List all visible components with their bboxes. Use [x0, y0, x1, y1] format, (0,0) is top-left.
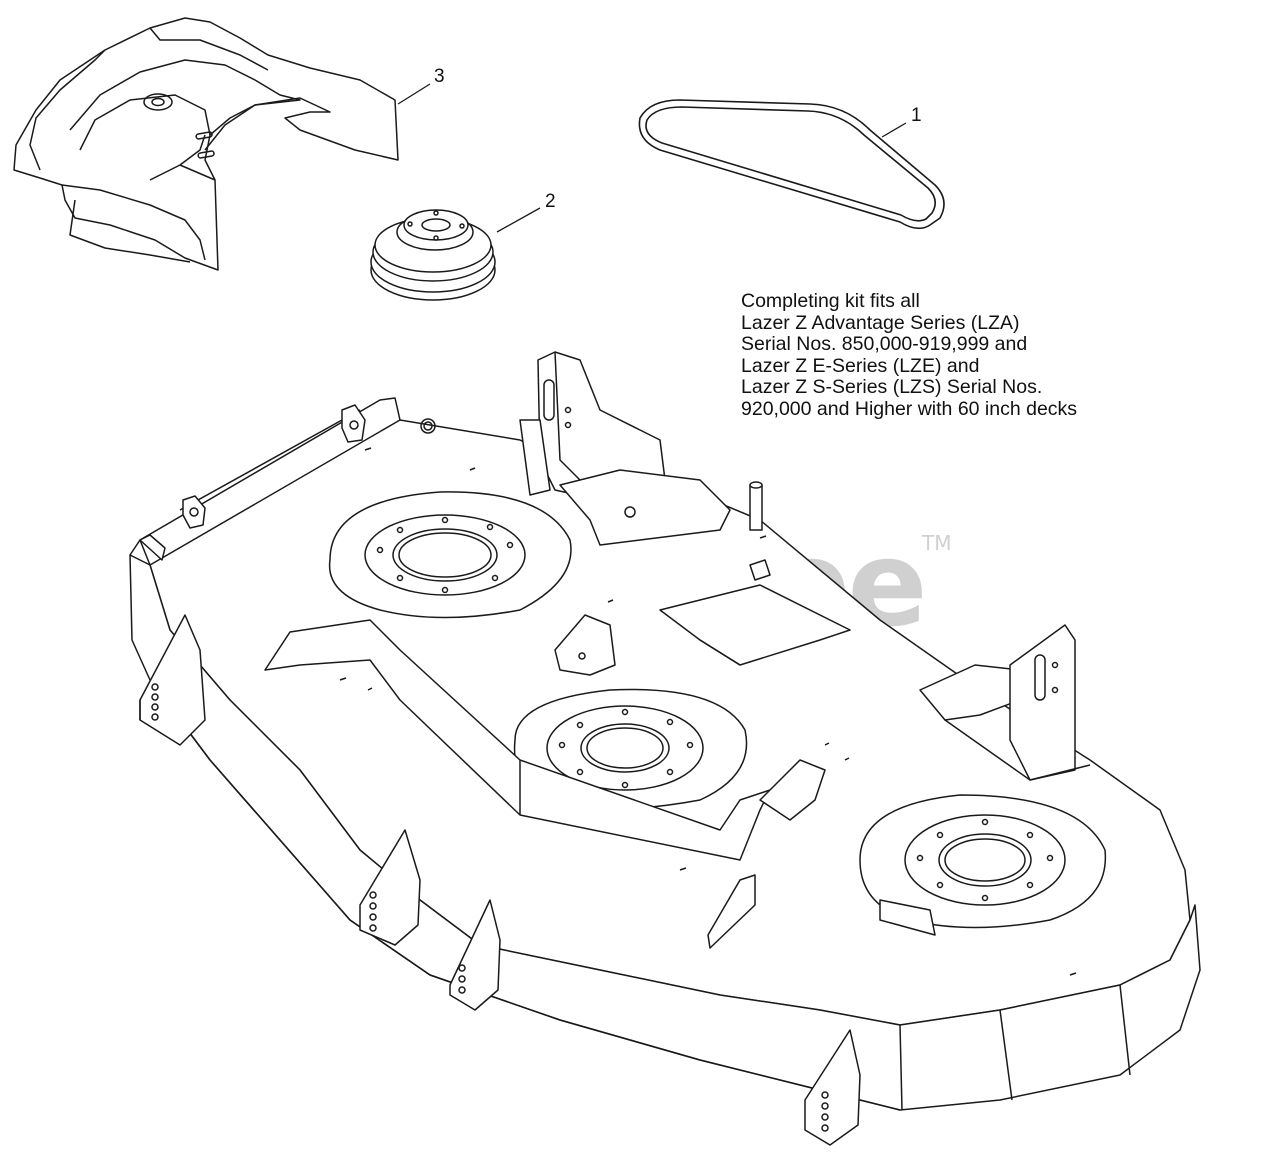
callout-number-3: 3 — [434, 66, 445, 87]
note-line: Completing kit fits all — [741, 290, 920, 312]
note-line: Lazer Z E-Series (LZE) and — [741, 354, 980, 377]
callout-numbers: 1 2 3 — [434, 66, 922, 212]
belt-cover-part — [13, 17, 399, 271]
mower-deck — [129, 351, 1201, 1146]
belt-part — [638, 99, 945, 230]
note-line: Lazer Z Advantage Series (LZA) — [741, 311, 1020, 334]
note-line: Serial Nos. 850,000-919,999 and — [741, 333, 1028, 356]
callout-number-2: 2 — [545, 191, 556, 212]
idler-pulley-part — [370, 209, 496, 301]
watermark-trademark: TM — [921, 531, 951, 555]
note-line: Lazer Z S-Series (LZS) Serial Nos. — [741, 376, 1043, 399]
compatibility-note: Completing kit fits all Lazer Z Advantag… — [741, 290, 1078, 421]
leader-3 — [397, 83, 431, 105]
callout-leaders — [397, 83, 907, 233]
note-line: 920,000 and Higher with 60 inch decks — [741, 397, 1078, 420]
leader-2 — [496, 207, 541, 233]
leader-1 — [881, 122, 907, 138]
callout-number-1: 1 — [911, 105, 922, 126]
